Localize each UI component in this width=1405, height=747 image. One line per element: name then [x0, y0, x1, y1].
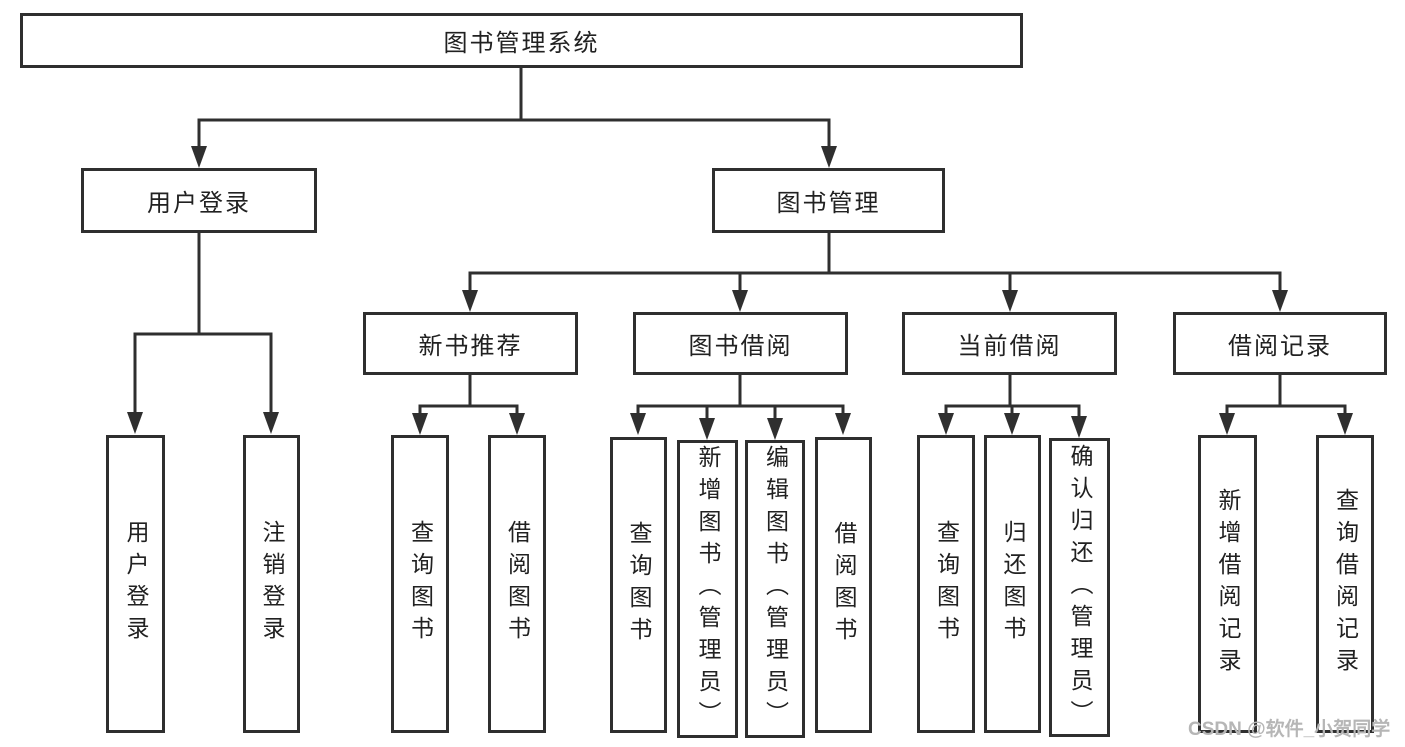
node-book-management-label: 图书管理 [776, 190, 881, 217]
leaf-query-book-current: 查询图书 [917, 435, 975, 733]
csdn-watermark: CSDN @软件_小贺同学 [1188, 719, 1391, 740]
arrow-down-icon [127, 412, 143, 434]
leaf-confirm-return-admin: 确认归还（管理员） [1049, 438, 1110, 737]
connector-lines [133, 68, 1347, 419]
arrow-down-icon [509, 413, 525, 435]
node-new-book-recommend: 新书推荐 [363, 312, 578, 375]
leaf-query-borrow-record: 查询借阅记录 [1316, 435, 1374, 733]
arrow-down-icon [1337, 413, 1353, 435]
arrow-down-icon [1272, 290, 1288, 312]
arrow-down-icon [1004, 413, 1020, 435]
arrow-down-icon [767, 418, 783, 440]
arrowheads [127, 146, 1353, 440]
node-book-borrowing: 图书借阅 [633, 312, 848, 375]
connector-line [944, 375, 1081, 417]
connector-line [636, 375, 845, 419]
node-borrow-records: 借阅记录 [1173, 312, 1387, 375]
arrow-down-icon [462, 290, 478, 312]
node-user-login-label: 用户登录 [147, 190, 251, 217]
leaf-query-book-borrowing-label: 查询图书 [626, 521, 652, 649]
leaf-query-book-current-label: 查询图书 [933, 520, 960, 648]
node-root: 图书管理系统 [20, 13, 1023, 68]
arrow-down-icon [821, 146, 837, 168]
leaf-logout-login-label: 注销登录 [259, 520, 285, 648]
leaf-add-book-admin: 新增图书（管理员） [677, 440, 738, 738]
arrow-down-icon [1071, 416, 1087, 438]
connector-line [197, 68, 831, 147]
arrow-down-icon [1219, 413, 1235, 435]
leaf-query-book-recommend-label: 查询图书 [407, 520, 434, 648]
arrow-down-icon [191, 146, 207, 168]
node-root-label: 图书管理系统 [443, 30, 600, 57]
leaf-logout-login: 注销登录 [243, 435, 300, 733]
node-borrow-records-label: 借阅记录 [1228, 333, 1332, 360]
leaf-user-login: 用户登录 [106, 435, 165, 733]
leaf-borrow-book-recommend: 借阅图书 [488, 435, 546, 733]
node-new-book-recommend-label: 新书推荐 [418, 333, 523, 360]
node-book-management: 图书管理 [712, 168, 945, 233]
arrow-down-icon [835, 413, 851, 435]
leaf-borrow-book-borrowing-label: 借阅图书 [831, 521, 857, 649]
connector-line [133, 233, 273, 413]
arrow-down-icon [1002, 290, 1018, 312]
connector-line [468, 233, 1282, 291]
node-book-borrowing-label: 图书借阅 [688, 333, 793, 360]
arrow-down-icon [263, 412, 279, 434]
leaf-query-book-borrowing: 查询图书 [610, 437, 667, 733]
leaf-add-book-admin-label: 新增图书（管理员） [695, 445, 721, 733]
leaf-borrow-book-recommend-label: 借阅图书 [504, 520, 531, 648]
arrow-down-icon [938, 413, 954, 435]
leaf-add-borrow-record-label: 新增借阅记录 [1215, 488, 1241, 680]
node-current-borrowing-label: 当前借阅 [957, 333, 1062, 360]
connector-line [1225, 375, 1347, 414]
arrow-down-icon [699, 418, 715, 440]
leaf-confirm-return-admin-label: 确认归还（管理员） [1067, 443, 1093, 732]
leaf-query-book-recommend: 查询图书 [391, 435, 449, 733]
connector-line [418, 375, 519, 414]
leaf-edit-book-admin: 编辑图书（管理员） [745, 440, 805, 738]
arrow-down-icon [732, 290, 748, 312]
leaf-return-book-label: 归还图书 [1000, 520, 1026, 648]
node-user-login: 用户登录 [81, 168, 317, 233]
node-current-borrowing: 当前借阅 [902, 312, 1117, 375]
arrow-down-icon [630, 413, 646, 435]
leaf-return-book: 归还图书 [984, 435, 1041, 733]
leaf-user-login-label: 用户登录 [123, 520, 149, 648]
leaf-query-borrow-record-label: 查询借阅记录 [1332, 488, 1359, 680]
leaf-edit-book-admin-label: 编辑图书（管理员） [762, 445, 789, 733]
arrow-down-icon [412, 413, 428, 435]
leaf-add-borrow-record: 新增借阅记录 [1198, 435, 1257, 733]
leaf-borrow-book-borrowing: 借阅图书 [815, 437, 872, 733]
